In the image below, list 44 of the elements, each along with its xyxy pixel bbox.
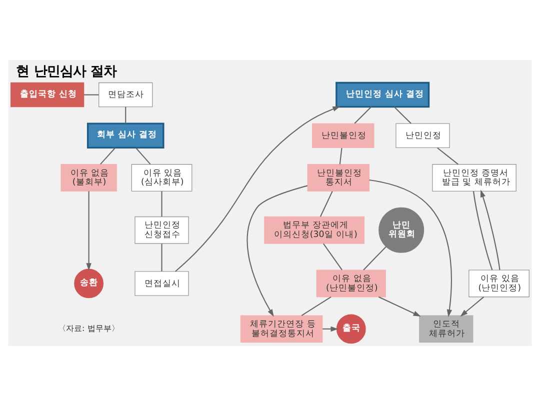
connector — [339, 147, 342, 164]
arrow — [369, 179, 452, 317]
node-box: 면담조사 — [98, 82, 153, 107]
node-box: 이유 있음 (심사회부) — [131, 164, 192, 191]
node-box: 난민불인정 — [312, 122, 374, 148]
arrow — [378, 296, 421, 316]
connector — [354, 106, 372, 124]
arrow — [246, 184, 308, 316]
node-box: 난민인정 신청접수 — [134, 216, 189, 244]
arrow — [460, 296, 484, 316]
connector — [301, 296, 332, 316]
connector — [161, 243, 162, 271]
node-box: 체류기간연장 등 불허결정통지서 — [240, 314, 323, 342]
node-box: 난민인정 심사 결정 — [336, 81, 430, 108]
connector — [100, 147, 116, 164]
node-box: 출입국항 신청 — [10, 82, 84, 107]
node-box: 이유 없음 (불회부) — [60, 164, 117, 191]
connector — [394, 106, 412, 124]
connector — [161, 190, 162, 216]
node-box: 이유 있음 (난민인정) — [468, 269, 530, 297]
connector — [320, 190, 333, 216]
connector — [437, 146, 458, 164]
arrow — [86, 190, 92, 270]
connector — [363, 246, 386, 270]
node-box: 난민불인정 통지서 — [307, 164, 370, 191]
connector — [473, 190, 493, 270]
connector — [84, 94, 99, 95]
node-box: 면접실시 — [134, 270, 189, 296]
connector — [323, 242, 342, 270]
connector — [135, 147, 151, 164]
node-circle: 송환 — [74, 268, 104, 298]
node-box: 회부 심사 결정 — [86, 122, 164, 148]
arrow — [322, 326, 338, 332]
node-box: 이유 없음 (난민불인정) — [316, 269, 386, 297]
node-box: 난민인정 증명서 발급 및 체류허가 — [432, 164, 516, 191]
node-circle: 난민 위원회 — [378, 206, 424, 252]
node-box: 법무부 장관에게 이의신청(30일 이내) — [264, 216, 365, 244]
arrow — [480, 189, 500, 270]
node-box: 난민인정 — [396, 122, 450, 148]
connector — [125, 106, 126, 123]
diagram-title: 현 난민심사 절차 — [16, 64, 117, 79]
node-circle: 출국 — [336, 314, 366, 344]
arrow — [175, 106, 340, 272]
node-box: 인도적 체류허가 — [419, 314, 474, 342]
